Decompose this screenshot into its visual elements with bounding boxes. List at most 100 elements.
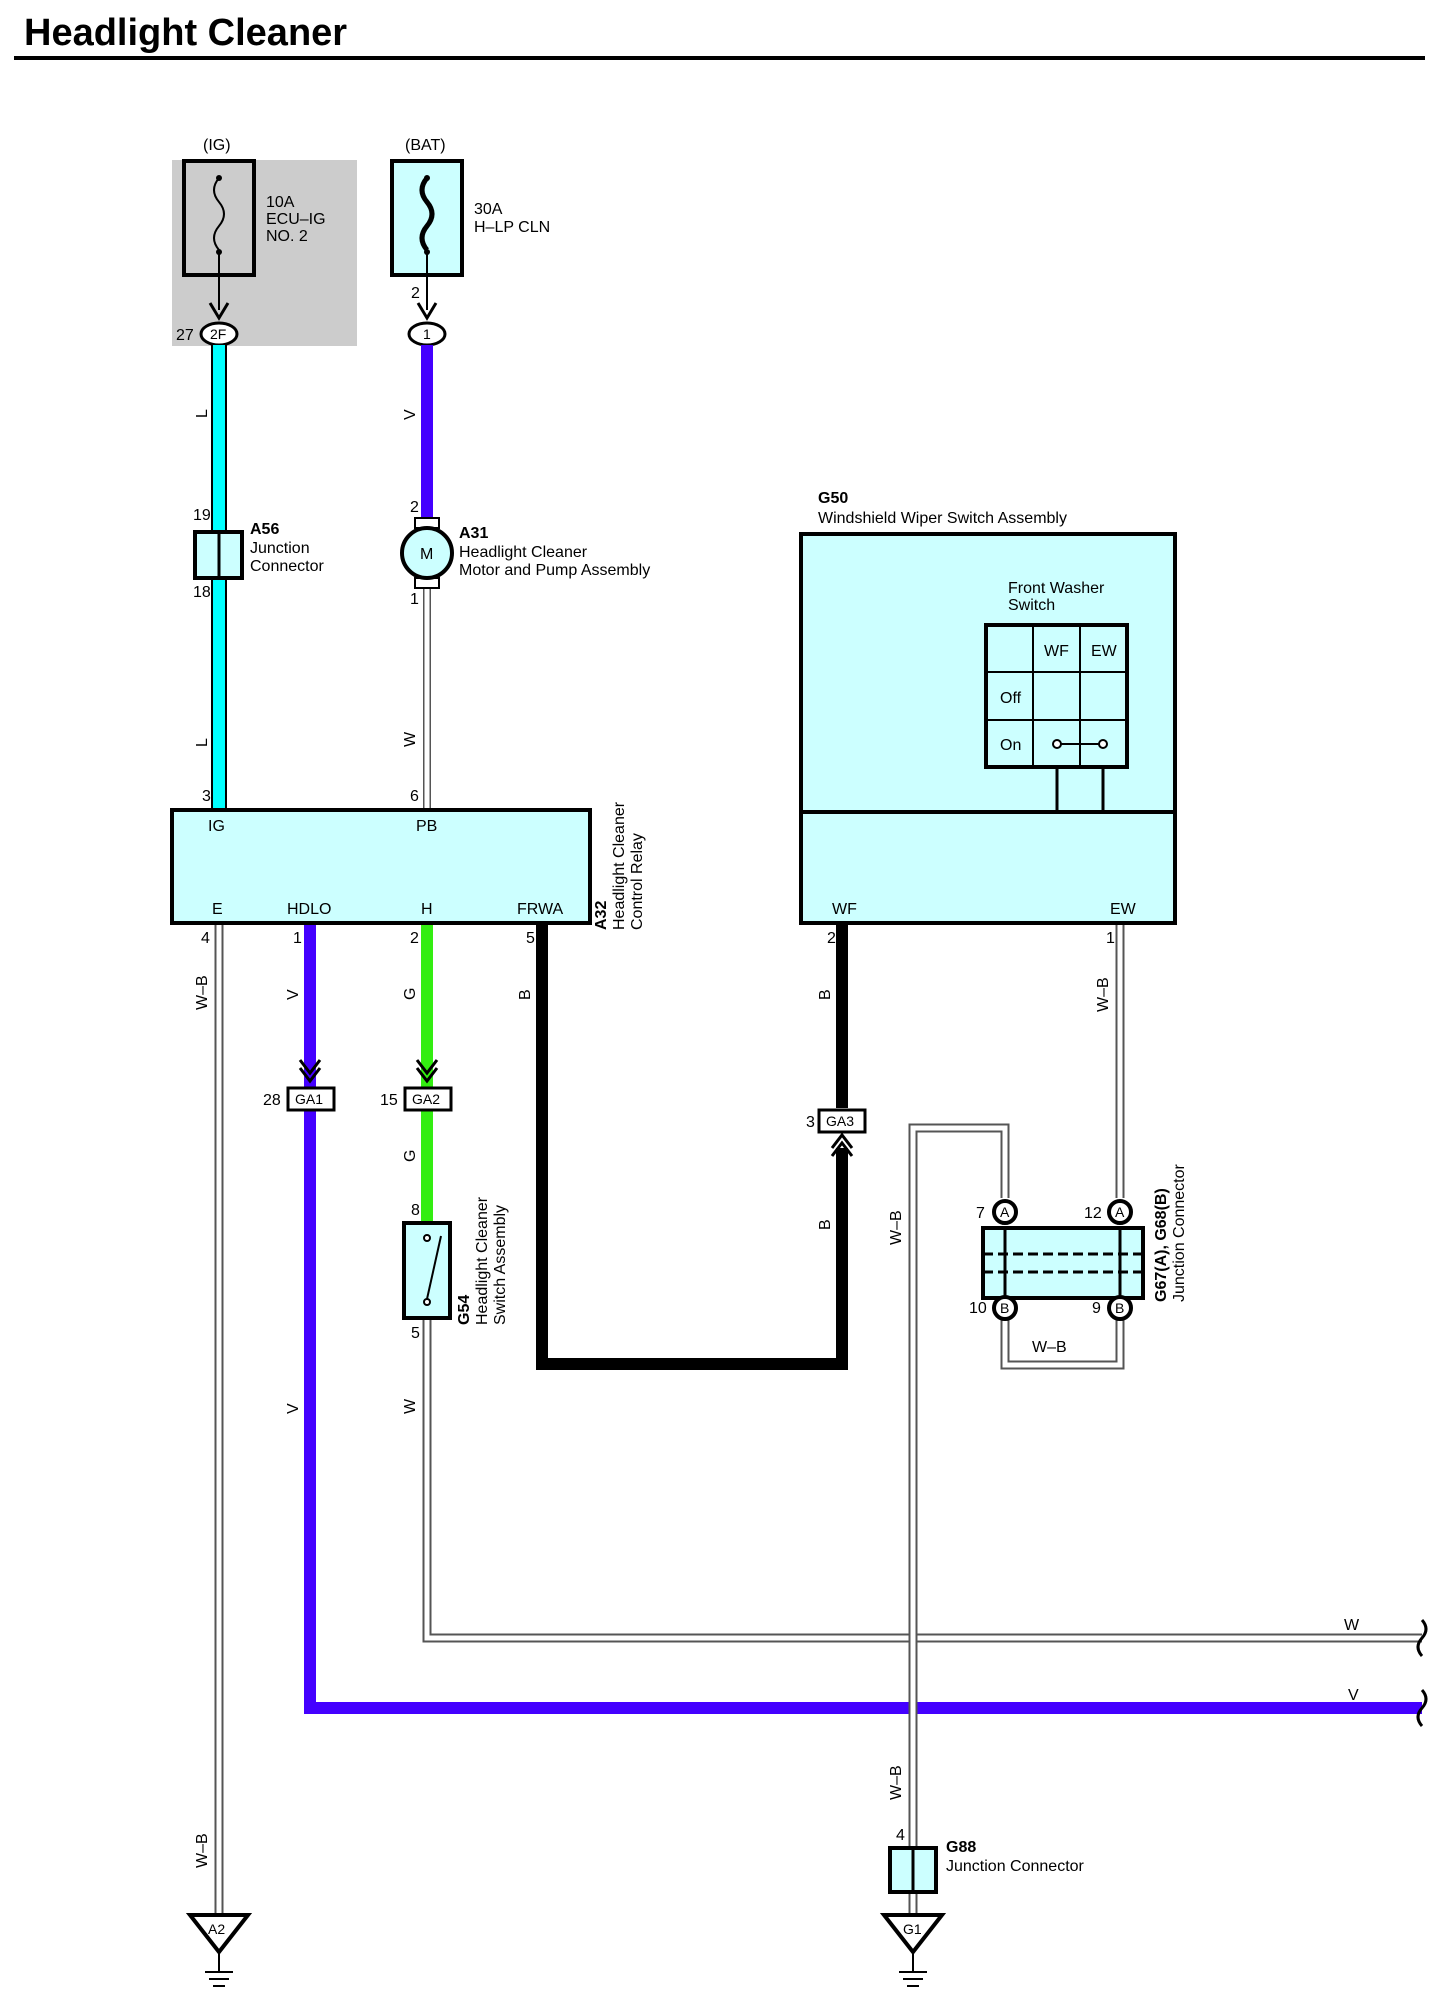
wire-label-v-1: V	[402, 409, 419, 420]
ga1-arrow-icon	[298, 1059, 322, 1084]
ground-g1-icon	[879, 1913, 947, 1956]
wire-w-switch	[422, 1318, 1422, 1643]
wire-label-wb-5: W–B	[888, 1765, 905, 1800]
g54-pin-top: 8	[411, 1202, 420, 1219]
ground-a2: A2	[185, 1913, 253, 1987]
wire-label-w-3: W	[1344, 1617, 1360, 1634]
wire-labels: L L V W W–B V G B B W–B G B W–B V W W–B …	[194, 409, 1360, 1868]
ga2-label: GA2	[412, 1091, 440, 1107]
wire-label-v-3: V	[285, 1403, 302, 1414]
ga1-box	[286, 1086, 336, 1112]
g54-name1: Headlight Cleaner	[474, 1196, 491, 1325]
fuse-ig-contact-top	[216, 175, 222, 181]
wire-label-w-2: W	[402, 1398, 419, 1414]
wire-wb-g88	[908, 1123, 1010, 1915]
wire-label-wb-4: W–B	[1032, 1339, 1067, 1356]
fuse-ig-rating: 10A	[266, 194, 295, 211]
g88-name: Junction Connector	[946, 1858, 1085, 1875]
ga2-arrow-icon	[415, 1059, 439, 1084]
fuse-bat-arrow-icon	[416, 302, 438, 321]
wire-label-b-1: B	[517, 989, 534, 1000]
a32-control-relay: 3 6 IG PB E HDLO H FRWA 4 1 2 5 A32 Head…	[170, 788, 646, 947]
g54-contact-bottom	[423, 1298, 431, 1306]
g67-pin-bl: 10	[969, 1300, 987, 1317]
g67-box	[981, 1226, 1145, 1300]
ground-a2-icon	[185, 1913, 253, 1956]
g50-name: Windshield Wiper Switch Assembly	[818, 510, 1067, 527]
wire-wb-g88-fill	[910, 1125, 1008, 1848]
connector-ga2: GA2 15	[380, 1059, 453, 1112]
g50-on-contact-wf	[1052, 739, 1062, 749]
g67-letter-b-left: B	[1000, 1300, 1009, 1316]
wire-break-icon-v	[1416, 1689, 1428, 1727]
fuse-bat-rating: 30A	[474, 201, 503, 218]
a32-pin-hdlo: 1	[293, 930, 302, 947]
fuse-bat-connector-label: 1	[423, 326, 431, 342]
fuse-ig-name2: NO. 2	[266, 228, 308, 245]
fuse-bat-symbol	[419, 176, 435, 252]
g67-name: Junction Connector	[1171, 1163, 1188, 1302]
g50-wiper-switch-assembly: G50 Windshield Wiper Switch Assembly Fro…	[799, 490, 1177, 947]
a32-pin-ig: 3	[202, 788, 211, 805]
wire-v-hdlo	[304, 923, 1422, 1714]
wire-b-lower	[536, 923, 848, 1370]
fuse-bat-name: H–LP CLN	[474, 219, 550, 236]
ga1-pin: 28	[263, 1092, 281, 1109]
fuse-ig-symbol	[213, 177, 225, 251]
ground-g1: G1	[879, 1913, 947, 1987]
a32-term-frwa: FRWA	[517, 901, 564, 918]
g50-on-contact-ew	[1098, 739, 1108, 749]
wire-label-wb-6: W–B	[194, 1833, 211, 1868]
g88-junction-connector: 4 G88 Junction Connector	[888, 1827, 1085, 1894]
wire-w-switch-fill	[424, 1318, 1422, 1641]
g67-g68-junction-connector: A A B B 7 12 10 9 G67(A), G68(B) Junctio…	[969, 1163, 1188, 1321]
g67-pin-tl: 7	[976, 1205, 985, 1222]
g50-term-ew: EW	[1110, 901, 1137, 918]
fuse-h-lp-cln: (BAT) 30A H–LP CLN 2 1	[390, 137, 550, 347]
ga3-label: GA3	[826, 1113, 854, 1129]
a32-pin-pb: 6	[410, 788, 419, 805]
ga3-box	[817, 1108, 867, 1134]
wire-b	[536, 923, 848, 1370]
wire-label-l-2: L	[194, 738, 211, 747]
ga2-box	[403, 1086, 453, 1112]
wire-label-wb-2: W–B	[1095, 977, 1112, 1012]
g50-pin-wf: 2	[827, 930, 836, 947]
g50-switch-title1: Front Washer	[1008, 580, 1105, 597]
g54-name2: Switch Assembly	[492, 1205, 509, 1325]
a56-name1: Junction	[250, 540, 310, 557]
a56-pin-bottom: 18	[193, 584, 211, 601]
a32-name1: Headlight Cleaner	[611, 801, 628, 930]
a31-name2: Motor and Pump Assembly	[459, 562, 650, 579]
a32-term-ig: IG	[208, 818, 225, 835]
ga3-pin: 3	[806, 1114, 815, 1131]
a56-name2: Connector	[250, 558, 324, 575]
a32-box	[170, 808, 592, 925]
g54-pin-bottom: 5	[411, 1325, 420, 1342]
g54-contact-top	[423, 1234, 431, 1242]
g67-pin-tr: 12	[1084, 1205, 1102, 1222]
fuse-bat-contact-top	[424, 175, 430, 181]
a56-pin-top: 19	[193, 507, 211, 524]
a32-code: A32	[593, 901, 610, 930]
motor-icon	[400, 526, 454, 580]
a56-code: A56	[250, 521, 279, 538]
g67-pin-br: 9	[1092, 1300, 1101, 1317]
g67-pin-bl-circle	[992, 1295, 1018, 1321]
a31-code: A31	[459, 525, 488, 542]
g67-code: G67(A), G68(B)	[1153, 1188, 1170, 1302]
wire-wb-g67-loop	[1000, 1318, 1125, 1370]
fuse-bat-pin: 2	[411, 285, 420, 302]
wire-v-hdlo-line	[304, 923, 1422, 1714]
fuse-bat-source: (BAT)	[405, 137, 446, 154]
g50-switch-title2: Switch	[1008, 597, 1055, 614]
wire-label-w-1: W	[402, 731, 419, 747]
fuse-ig-source: (IG)	[203, 137, 231, 154]
wire-label-wb-3: W–B	[888, 1210, 905, 1245]
fuse-ig-pin: 27	[176, 327, 194, 344]
wire-label-wb-1: W–B	[194, 975, 211, 1010]
g67-pin-tr-circle	[1107, 1199, 1133, 1225]
ga2-pin: 15	[380, 1092, 398, 1109]
ground-g1-label: G1	[903, 1921, 922, 1937]
